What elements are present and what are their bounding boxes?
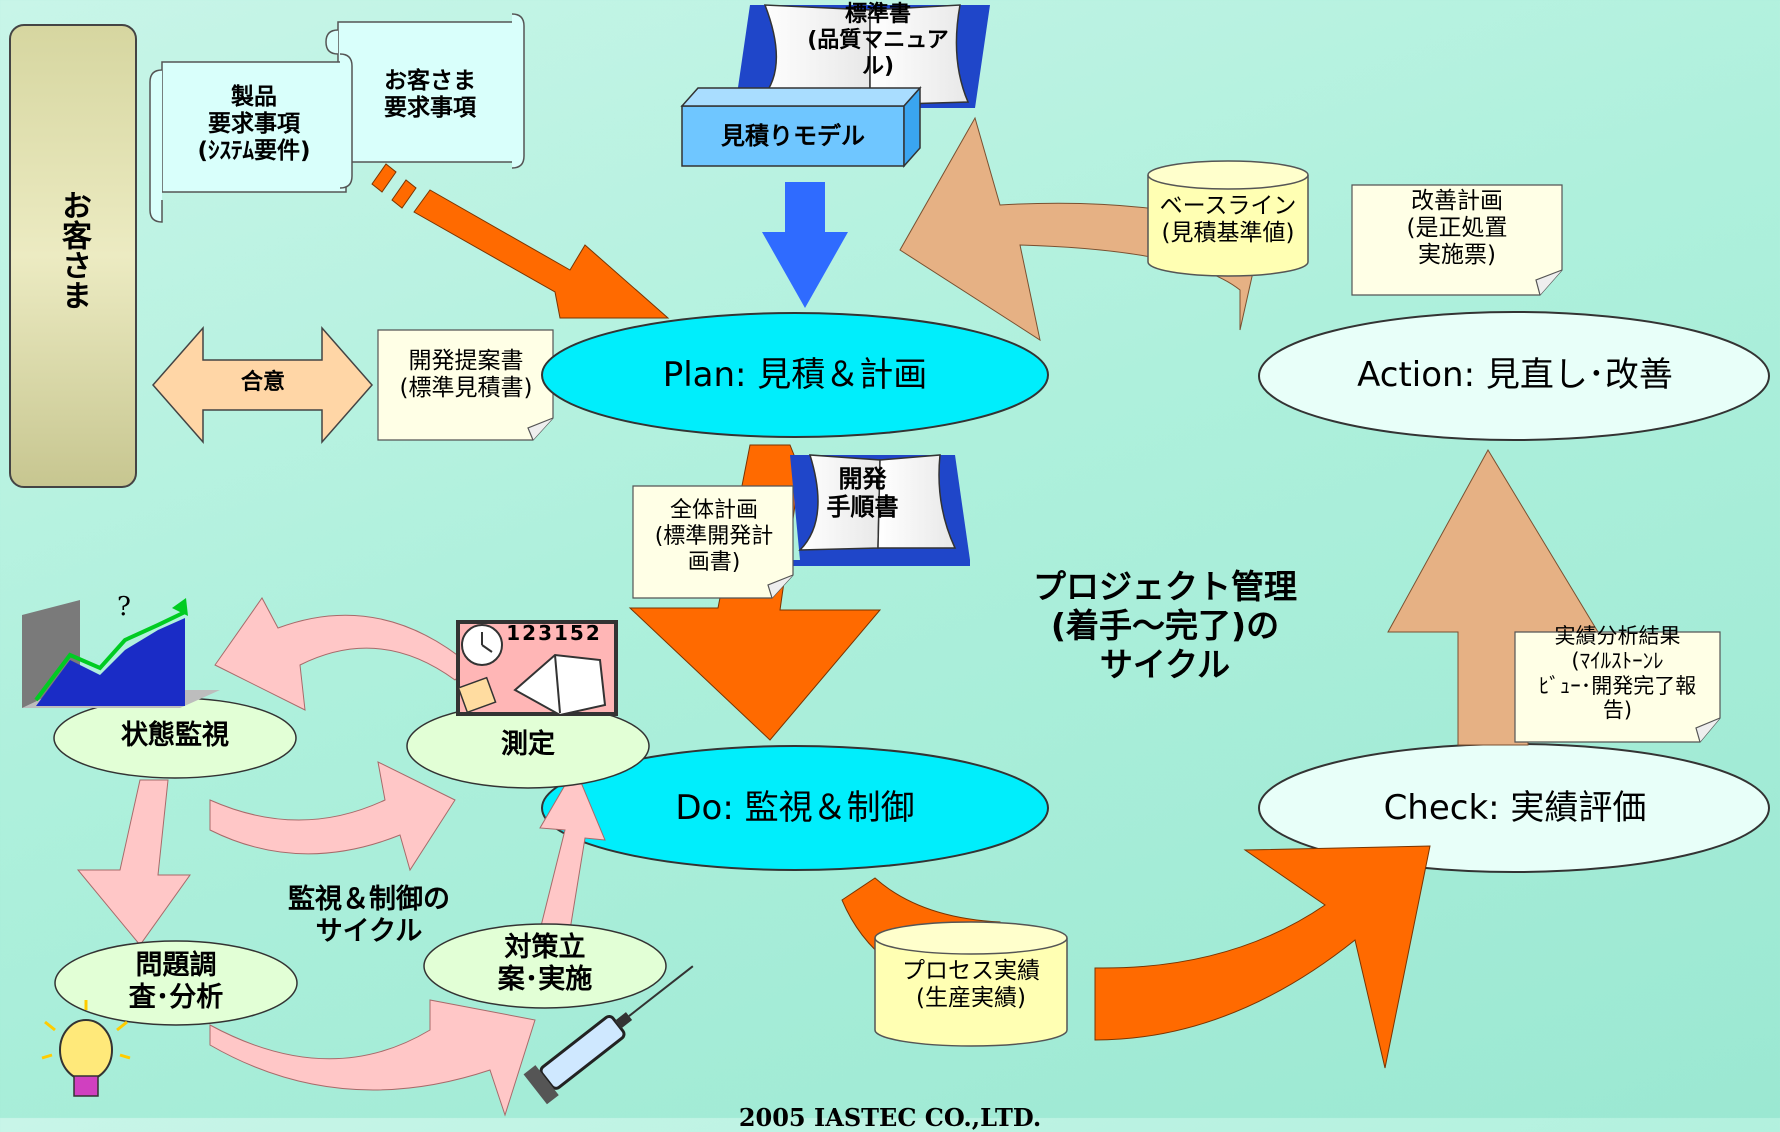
dev-procedure-book-icon: [790, 454, 970, 566]
investigation-label: 問題調 査･分析: [128, 950, 224, 1013]
process-results-db-text: プロセス実績 (生産実績): [902, 958, 1040, 1012]
plan-ellipse: [541, 312, 1049, 438]
trend-chart-icon: [22, 598, 220, 708]
action-ellipse: [1258, 311, 1770, 441]
overall-plan-note-text: 全体計画 (標準開発計 画書): [654, 498, 774, 575]
action-label: Action: 見直し･改善: [1357, 355, 1673, 395]
process-to-check-arrow: [1094, 845, 1431, 1069]
chart-question-mark: ?: [117, 592, 131, 622]
standards-book-icon: [735, 4, 990, 108]
project-cycle-label: プロジェクト管理 (着手～完了)の サイクル: [1033, 567, 1297, 684]
plan-label: Plan: 見積＆計画: [662, 355, 928, 395]
status-to-measure-arrow: [209, 761, 456, 872]
standards-book-label: 標準書 (品質マニュア ル): [807, 2, 949, 79]
measurement-clock-book-icon: [456, 620, 618, 717]
monitor-cycle-arrows: [76, 597, 606, 1117]
counter-to-do-arrow: [539, 766, 606, 931]
estimation-model-box: [680, 86, 922, 168]
measure-to-status-arrow: [214, 597, 471, 711]
results-analysis-note-text: 実績分析結果 (ﾏｲﾙｽﾄｰﾝﾚ ﾋﾞｭｰ･開発完了報 告): [1538, 624, 1697, 723]
do-label: Do: 監視＆制御: [675, 788, 915, 828]
model-to-plan-arrow: [762, 182, 848, 308]
investigate-to-counter-arrow: [209, 999, 536, 1117]
product-requirements-text: 製品 要求事項 (ｼｽﾃﾑ要件): [197, 84, 311, 165]
customer-pillar: [9, 24, 137, 488]
proposal-note-text: 開発提案書 (標準見積書): [399, 348, 533, 402]
agreement-double-arrow: [152, 326, 373, 444]
baseline-database: [1147, 160, 1309, 277]
status-monitoring-label: 状態監視: [121, 720, 229, 751]
footer-text: 2005 IASTEC CO.,LTD.: [738, 1103, 1042, 1132]
customer-label: お客さま: [56, 190, 91, 310]
baseline-db-text: ベースライン (見積基準値): [1159, 193, 1297, 247]
estimation-model-label: 見積りモデル: [721, 122, 865, 150]
investigation-ellipse: [54, 940, 298, 1026]
clock-numbers: 123152: [506, 621, 602, 645]
requirements-to-plan-arrow: [371, 163, 670, 319]
customer-requirements-text: お客さま 要求事項: [384, 68, 476, 122]
monitor-cycle-label: 監視＆制御の サイクル: [288, 884, 450, 947]
process-results-database: [874, 921, 1068, 1047]
product-requirements-scroll: [149, 53, 353, 223]
measurement-label: 測定: [501, 729, 555, 760]
dev-procedure-book-label: 開発 手順書: [826, 465, 899, 522]
agreement-label: 合意: [240, 370, 285, 395]
improvement-plan-note-text: 改善計画 (是正処置 実施票): [1406, 188, 1508, 269]
syringe-icon: [523, 965, 694, 1105]
countermeasure-label: 対策立 案･実施: [497, 932, 593, 995]
do-ellipse: [541, 745, 1049, 871]
customer-requirements-scroll: [325, 13, 525, 169]
check-label: Check: 実績評価: [1383, 788, 1647, 828]
light-bulb-icon: [41, 1000, 131, 1097]
status-to-investigate-arrow: [76, 779, 191, 946]
countermeasure-ellipse: [423, 923, 667, 1009]
